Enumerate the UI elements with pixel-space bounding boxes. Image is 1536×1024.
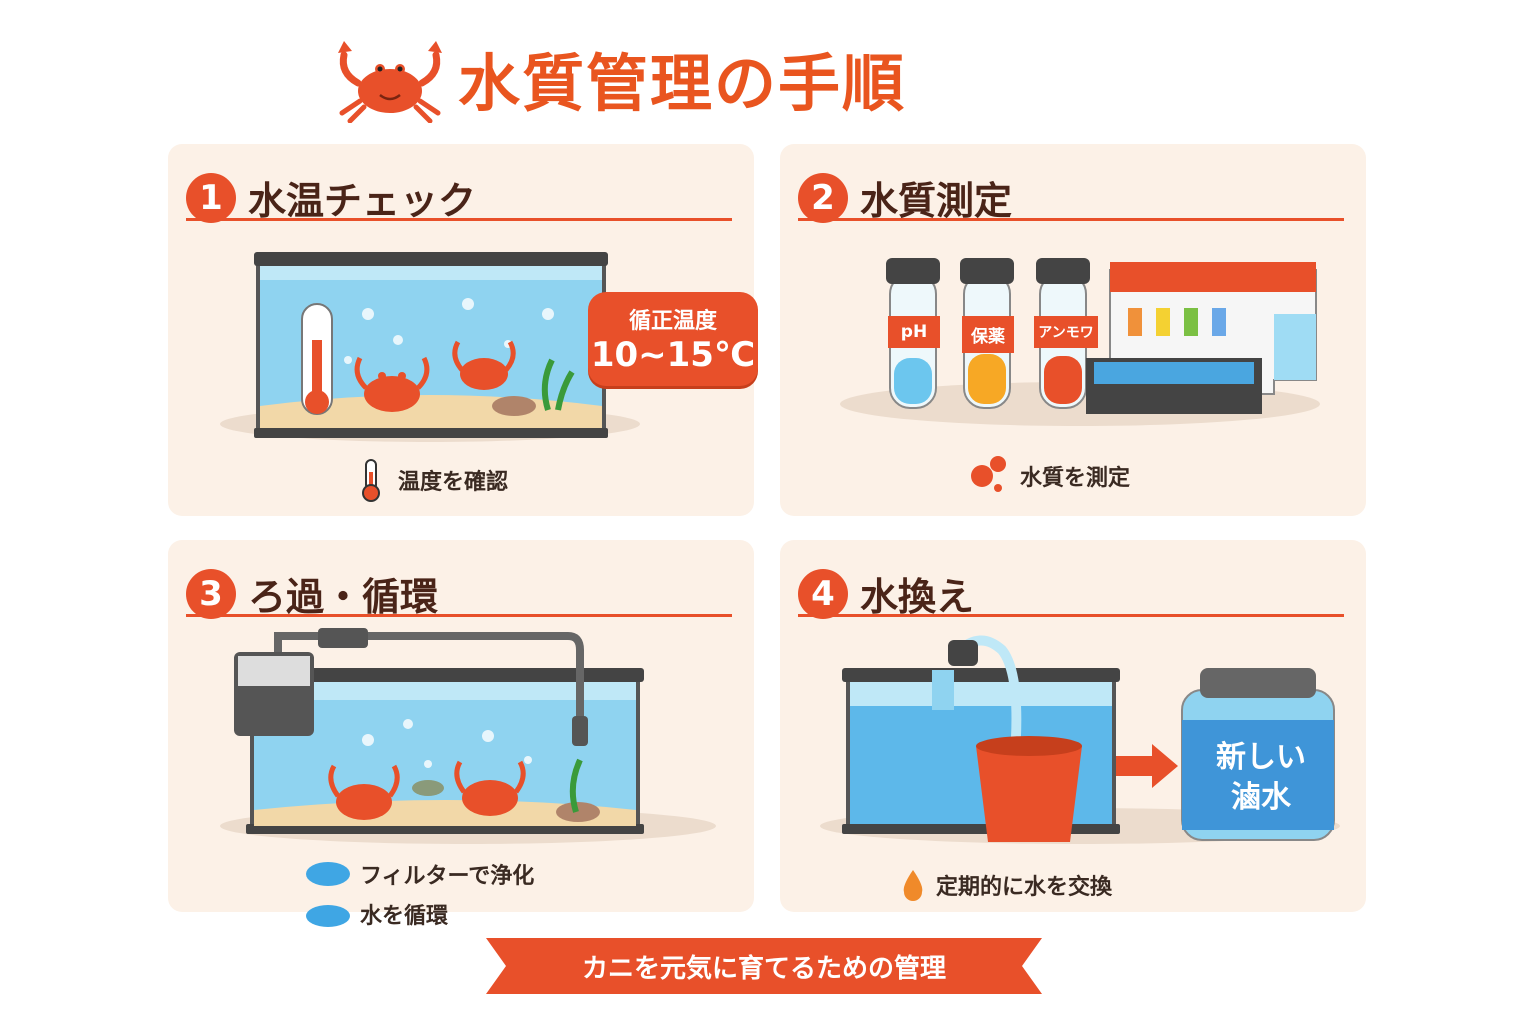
caption-text: 水質を測定	[1020, 466, 1131, 491]
badge-value: 10~15℃	[590, 335, 756, 375]
header: 水質管理の手順	[330, 28, 1030, 128]
jar-label-line1: 新しい	[1216, 740, 1306, 775]
filter-aquarium-illustration	[220, 628, 716, 844]
step-panel-3: 3 ろ過・循環 フィルターで浄化	[168, 540, 754, 929]
water-drop-icon	[306, 862, 350, 886]
caption-filter: フィルターで浄化	[304, 858, 534, 890]
crab-icon	[454, 760, 526, 816]
test-kit-illustration	[840, 258, 1320, 492]
step-title-4: 水換え	[860, 575, 975, 619]
step-number-1: 1	[186, 172, 236, 223]
temperature-badge: 循正温度 10~15℃	[588, 292, 758, 386]
step-number-3: 3	[186, 568, 236, 619]
crab-icon	[338, 41, 442, 123]
aquarium-illustration	[220, 252, 640, 442]
caption-text: 水を循環	[360, 904, 449, 929]
footer-banner: カニを元気に育てるための管理	[486, 938, 1042, 994]
badge-label: 循正温度	[628, 309, 717, 334]
step-title-2: 水質測定	[860, 179, 1013, 223]
tube-label-2: 保薬	[962, 316, 1014, 353]
step-title-3: ろ過・循環	[248, 575, 439, 619]
thermometer-icon	[362, 459, 380, 502]
caption-text: 定期的に水を交換	[936, 875, 1113, 900]
jar-label: 新しい 滷水	[1196, 738, 1326, 818]
tube-label-ph: pH	[888, 316, 940, 348]
caption: 定期的に水を交換	[900, 868, 1112, 902]
tube-label-3: アンモワ	[1034, 316, 1098, 348]
divider	[798, 218, 1344, 221]
caption-circulate: 水を循環	[304, 898, 448, 930]
water-drop-icon	[306, 905, 350, 927]
divider	[798, 614, 1344, 617]
step-panel-2: 2 水質測定 pH 保薬 アンモワ 水質を測定	[780, 144, 1366, 516]
crab-icon	[328, 764, 400, 820]
step-number-4: 4	[798, 568, 848, 619]
step-title-1: 水温チェック	[248, 179, 477, 223]
step-number-2: 2	[798, 172, 848, 223]
caption-text: 温度を確認	[398, 470, 509, 495]
caption: 水質を測定	[1020, 460, 1130, 492]
water-drop-icon	[903, 870, 923, 901]
ribbon-shape	[486, 938, 1042, 994]
crab-icon	[354, 356, 430, 412]
caption-text: フィルターで浄化	[360, 864, 535, 889]
caption: 温度を確認	[356, 458, 508, 502]
crab-icon	[452, 340, 516, 390]
page-title: 水質管理の手順	[458, 47, 907, 120]
footer-banner-text: カニを元気に育てるための管理	[581, 953, 946, 984]
step-panel-1: 1 水温チェック 循正温度 10~15℃	[168, 144, 758, 516]
step-panel-4: 4 水換え 新しい 滷水 定期的に水を交換	[780, 540, 1366, 912]
jar-label-line2: 滷水	[1231, 780, 1291, 815]
divider	[186, 614, 732, 617]
water-change-illustration	[820, 635, 1340, 844]
divider	[186, 218, 732, 221]
